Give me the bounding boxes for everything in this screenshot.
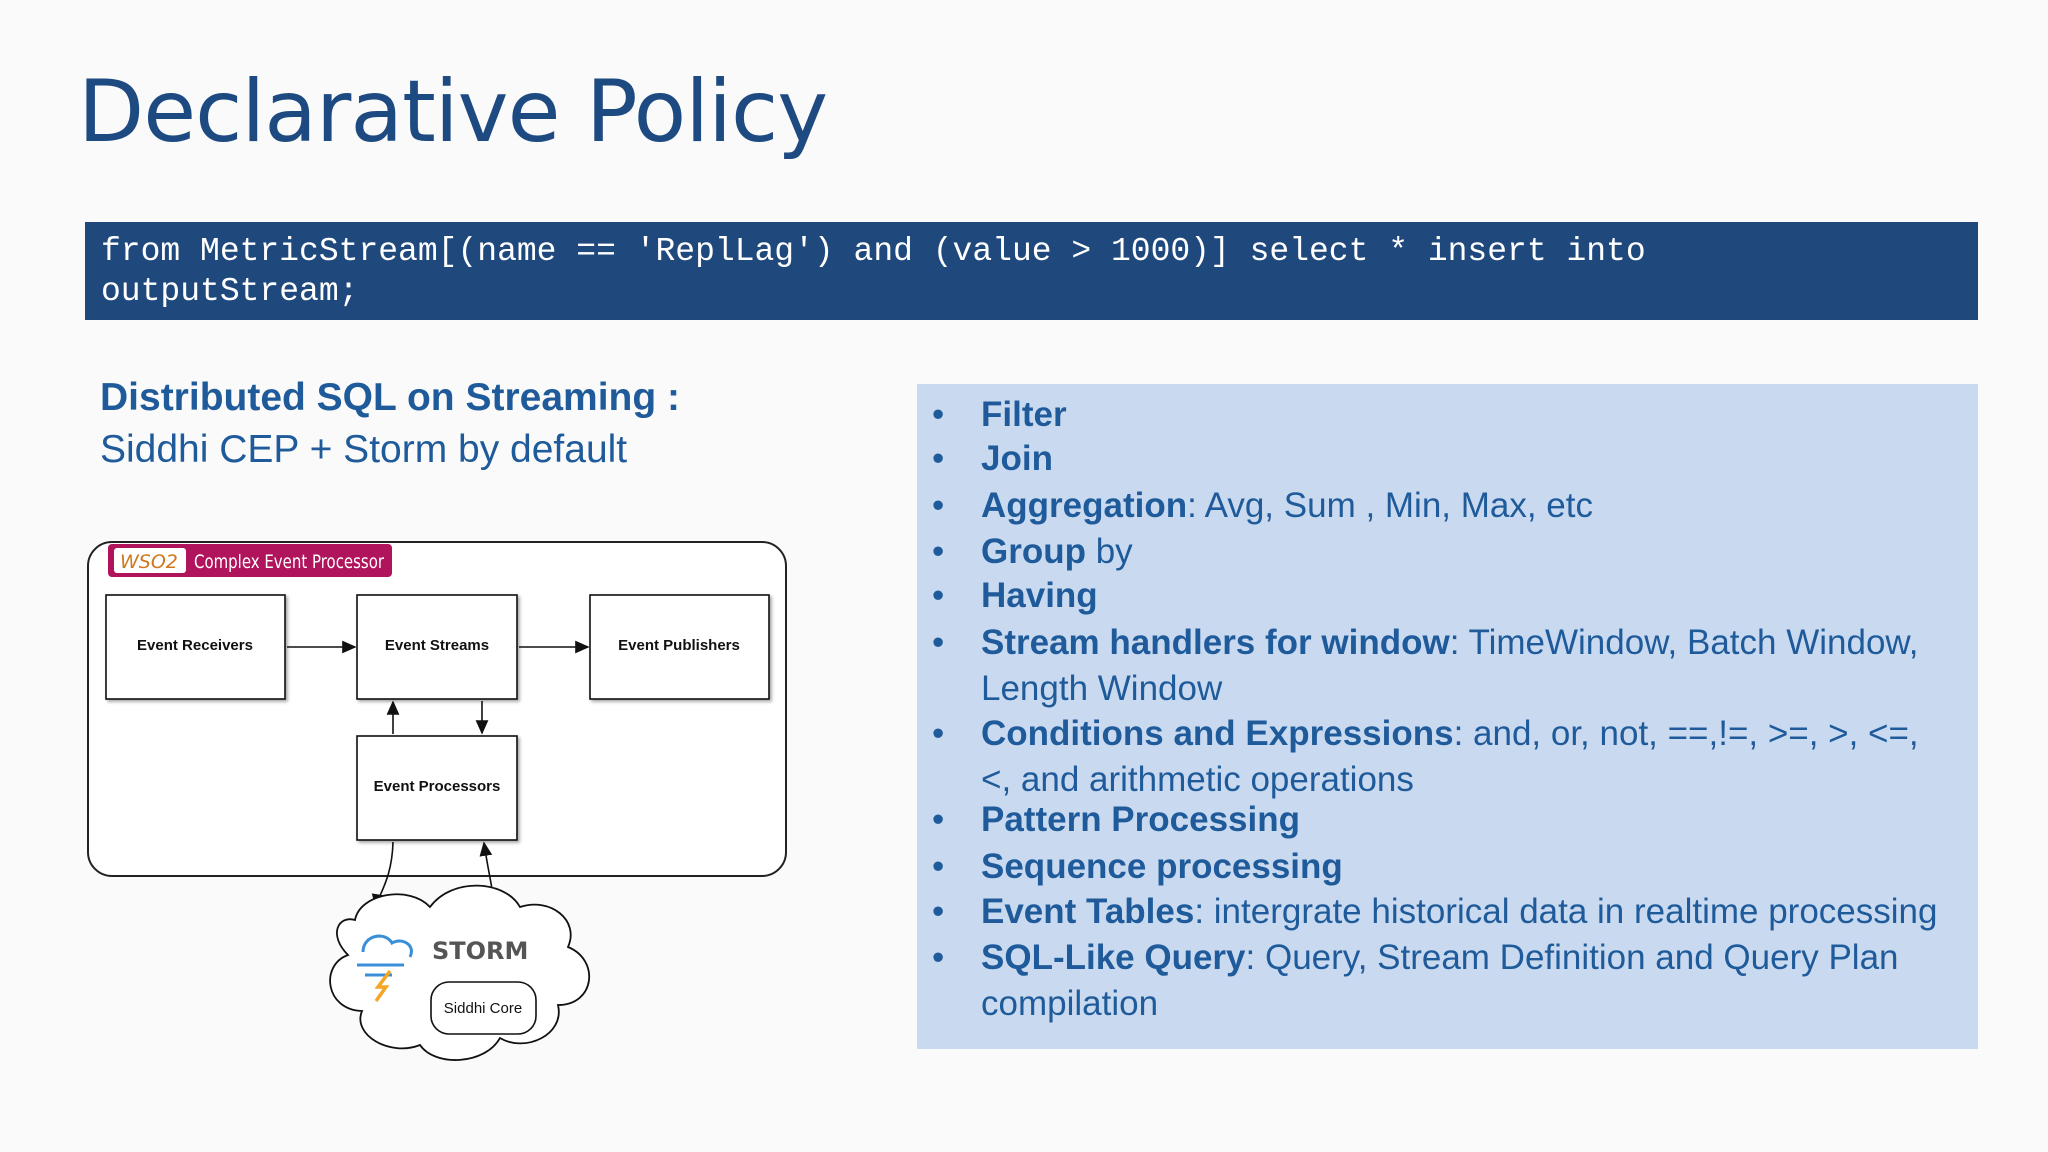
feature-item: • Group by [917,529,1957,575]
cep-architecture-diagram: WSO2 Complex Event Processor Event Recei… [87,541,787,1061]
bullet-dot: • [932,576,945,615]
wso2-logo: WSO2 [120,551,178,573]
bullet-dot: • [932,800,945,839]
feature-term: Pattern Processing [981,800,1300,839]
bullet-dot: • [932,623,945,662]
feature-detail: : Avg, Sum , Min, Max, etc [1187,486,1593,525]
feature-item: • Conditions and Expressions: and, or, no… [917,711,1957,803]
box-event-processors: Event Processors [374,778,501,795]
storm-label: STORM [432,937,528,965]
feature-detail: by [1085,532,1133,571]
code-block: from MetricStream[(name == 'ReplLag') an… [85,222,1978,320]
feature-item: • Having [917,573,1957,619]
box-event-receivers: Event Receivers [137,637,253,654]
bullet-dot: • [932,847,945,886]
feature-detail: : TimeWindow, Batch Window, Length Windo… [981,623,1919,708]
feature-term: Event Tables [981,892,1195,931]
feature-list: • Filter • Join • Aggregation: Avg, Sum , Min… [917,392,1957,1027]
box-event-publishers: Event Publishers [618,637,740,654]
subtitle-text: Siddhi CEP + Storm by default [100,428,628,471]
feature-item: • Event Tables: intergrate historical dat… [917,889,1957,935]
bullet-dot: • [932,395,945,434]
cep-header-text: Complex Event Processor [194,551,384,573]
feature-item: • Join [917,436,1957,482]
feature-detail: : and, or, not, ==,!=, >=, >, <=, <, and… [981,714,1919,799]
feature-term: Aggregation [981,486,1188,525]
bullet-dot: • [932,486,945,525]
features-panel: • Filter • Join • Aggregation: Avg, Sum , Min… [917,384,1978,1049]
feature-item: • SQL-Like Query: Query, Stream Definitio… [917,935,1957,1027]
feature-term: Having [981,576,1098,615]
bullet-dot: • [932,892,945,931]
storm-logo-icon [357,934,413,1003]
feature-term: Join [981,439,1053,478]
feature-item: • Stream handlers for window: TimeWindow,… [917,620,1957,712]
cep-header-badge: WSO2 Complex Event Processor [108,544,392,577]
feature-term: Stream handlers for window [981,623,1450,662]
slide-title: Declarative Policy [78,62,828,162]
bullet-dot: • [932,439,945,478]
feature-term: Filter [981,395,1067,434]
bullet-dot: • [932,532,945,571]
bullet-dot: • [932,714,945,753]
siddhi-core-label: Siddhi Core [444,1000,522,1017]
feature-item: • Sequence processing [917,844,1957,890]
subtitle-block: Distributed SQL on Streaming : Siddhi CE… [100,372,680,476]
feature-term: Sequence processing [981,847,1343,886]
feature-term: Group [981,532,1086,571]
feature-term: SQL-Like Query [981,938,1246,977]
feature-detail: : intergrate historical data in realtime… [1194,892,1938,931]
bullet-dot: • [932,938,945,977]
feature-item: • Filter [917,392,1957,438]
feature-detail: : Query, Stream Definition and Query Pla… [981,938,1899,1023]
feature-item: • Pattern Processing [917,797,1957,843]
subtitle-bold: Distributed SQL on Streaming : [100,376,680,419]
feature-term: Conditions and Expressions [981,714,1454,753]
box-event-streams: Event Streams [385,637,489,654]
feature-item: • Aggregation: Avg, Sum , Min, Max, etc [917,483,1957,529]
